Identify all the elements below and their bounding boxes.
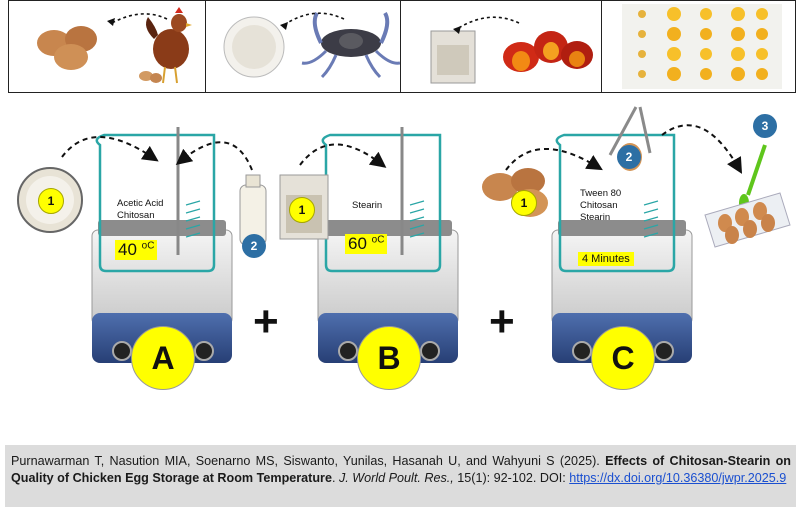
yolk-sample: [638, 30, 646, 38]
panel-eggs-hen: [9, 1, 206, 92]
chitosan-crab-illustration: [223, 11, 400, 79]
duration-c-value: 4 Minutes: [582, 253, 630, 265]
panel-stearin-palm: [401, 1, 602, 92]
beaker-b-contents: Stearin: [352, 200, 382, 212]
yolk-sample: [638, 10, 646, 18]
yolk-sample: [700, 28, 712, 40]
beaker-a: [95, 127, 216, 273]
flow-arrows: [61, 124, 743, 174]
beaker-c-line-3: Stearin: [580, 212, 611, 223]
source-materials-strip: [8, 0, 796, 93]
step-letter-a: A: [131, 326, 195, 390]
yolk-sample: [756, 48, 768, 60]
yolk-sample: [700, 68, 712, 80]
temp-a-value: 40: [118, 240, 142, 259]
citation-volume: 15(1): 92-102. DOI:: [453, 471, 566, 485]
yolk-sample: [756, 68, 768, 80]
citation-journal: J. World Poult. Res.,: [338, 471, 454, 485]
eggs-hen-illustration: [37, 7, 192, 84]
yolk-sample: [638, 70, 646, 78]
step-c-1-marker: 1: [511, 190, 537, 216]
yolk-sample: [756, 8, 768, 20]
beaker-a-line-2: Chitosan: [117, 210, 155, 221]
step-b-1-marker: 1: [289, 197, 315, 223]
coated-eggs-tray: [704, 192, 791, 248]
yolk-sample: [700, 8, 712, 20]
beaker-c-line-2: Chitosan: [580, 200, 618, 211]
beaker-b: [321, 127, 442, 273]
plus-sign-1: +: [253, 297, 279, 346]
citation-title: Effects of Chitosan-Stearin on Quality o…: [11, 454, 791, 485]
stearin-palm-illustration: [430, 16, 593, 84]
yolk-sample: [731, 27, 745, 41]
yolk-sample: [638, 50, 646, 58]
yolk-sample: [667, 67, 681, 81]
citation-box: Purnawarman T, Nasution MIA, Soenarno MS…: [5, 445, 796, 507]
step-letter-b: B: [357, 326, 421, 390]
step-c-3-marker: 3: [753, 114, 777, 138]
citation-doi-link[interactable]: https://dx.doi.org/10.36380/jwpr.2025.9: [569, 471, 787, 485]
citation-sep: .: [331, 471, 339, 485]
yolk-sample: [756, 28, 768, 40]
yolk-sample: [667, 7, 681, 21]
yolk-sample: [667, 47, 681, 61]
beaker-c-line-1: Tween 80: [580, 188, 622, 199]
yolk-sample: [700, 48, 712, 60]
yolk-sample: [731, 47, 745, 61]
yolk-sample: [667, 27, 681, 41]
temp-b-unit: oC: [371, 234, 385, 246]
panel-yolk-grid: [602, 1, 795, 92]
step-a-2-marker: 2: [242, 234, 266, 258]
beaker-c-contents: Tween 80 Chitosan Stearin: [580, 188, 621, 224]
yolk-sample: [731, 67, 745, 81]
yolk-sample: [731, 7, 745, 21]
beaker-a-temperature: 40 oC: [115, 240, 158, 260]
preparation-diagram: [17, 106, 791, 363]
beaker-c-duration: 4 Minutes: [578, 252, 634, 266]
yolk-grid-photo: [622, 4, 782, 89]
beaker-a-line-1: Acetic Acid: [117, 198, 164, 209]
citation-authors: Purnawarman T, Nasution MIA, Soenarno MS…: [11, 454, 606, 468]
step-letter-c: C: [591, 326, 655, 390]
beaker-b-line-1: Stearin: [352, 200, 383, 211]
temp-b-value: 60: [348, 234, 372, 253]
beaker-a-contents: Acetic Acid Chitosan: [117, 198, 163, 222]
plus-sign-2: +: [489, 297, 515, 346]
panel-chitosan-crab: [206, 1, 401, 92]
beaker-b-temperature: 60 oC: [345, 234, 388, 254]
step-a-1-marker: 1: [38, 188, 64, 214]
step-c-2-marker: 2: [617, 145, 641, 169]
temp-a-unit: oC: [141, 240, 155, 252]
beaker-c: [555, 133, 676, 273]
